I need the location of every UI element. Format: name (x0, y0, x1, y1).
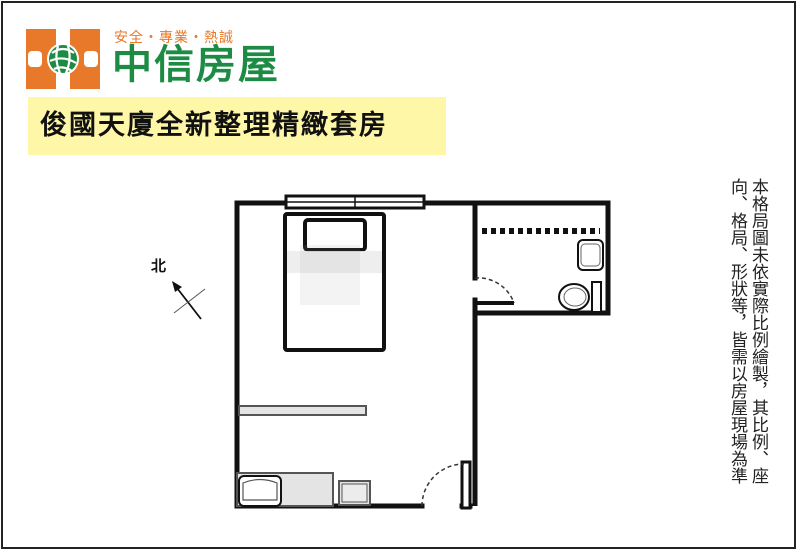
company-name: 中信房屋 (112, 42, 280, 88)
watermark (300, 245, 360, 305)
entrance-door-swing (421, 463, 465, 507)
small-cabinet-inner (341, 483, 368, 503)
toilet (558, 281, 602, 313)
entrance-door-jamb (460, 440, 478, 510)
listing-title-banner: 俊國天廈全新整理精緻套房 (28, 97, 446, 155)
logo-globe-icon (26, 29, 100, 89)
company-logo: 安全・專業・熱誠 中信房屋 (26, 27, 336, 93)
disclaimer-line-1: 本格局圖未依實際比例繪製，其比例、座 (748, 178, 768, 484)
kitchen-counter (236, 472, 334, 507)
top-window (284, 194, 426, 210)
washbasin (577, 239, 604, 271)
double-bed (283, 212, 386, 352)
company-slogan: 安全・專業・熱誠 (114, 30, 234, 46)
compass-north-arrow-icon (172, 281, 206, 320)
compass-north-label: 北 (151, 257, 167, 275)
long-shelf (238, 405, 367, 416)
bathroom-door (474, 277, 515, 305)
listing-title: 俊國天廈全新整理精緻套房 (40, 110, 388, 141)
disclaimer-line-2: 向、格局、形狀等，皆需以房屋現場為準 (727, 178, 747, 484)
